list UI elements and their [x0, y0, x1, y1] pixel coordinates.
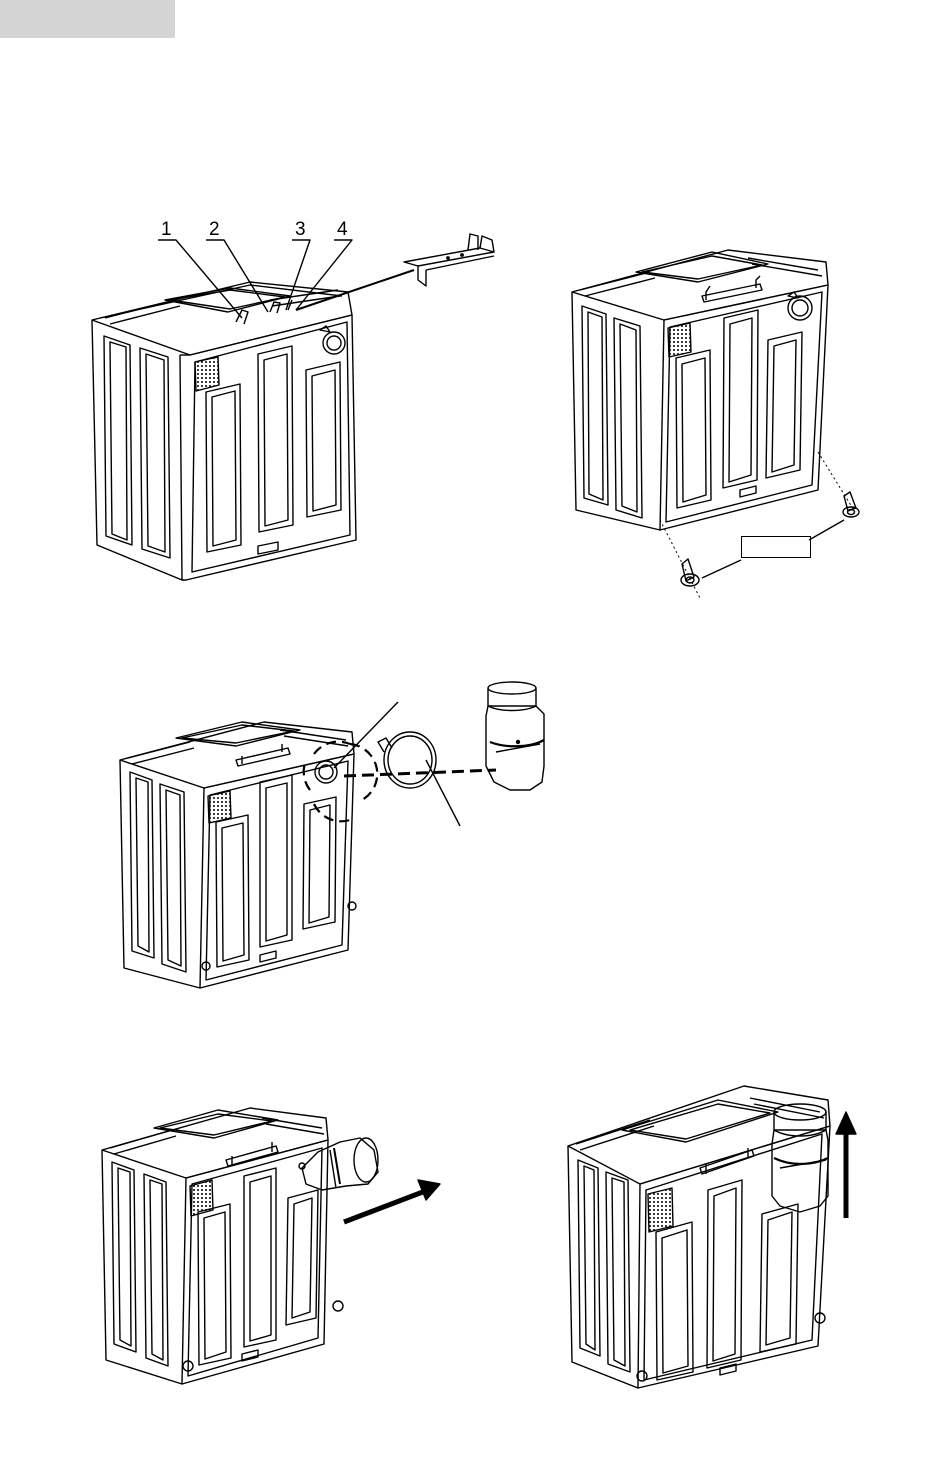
figure-5-dryer: [568, 1086, 856, 1388]
figure-2-dryer: [572, 250, 859, 598]
figure-1-dryer: [92, 240, 414, 580]
figure-4-dryer: [102, 1108, 440, 1384]
figure-1-bracket: [404, 234, 494, 286]
figure-3-dryer: [120, 682, 544, 988]
